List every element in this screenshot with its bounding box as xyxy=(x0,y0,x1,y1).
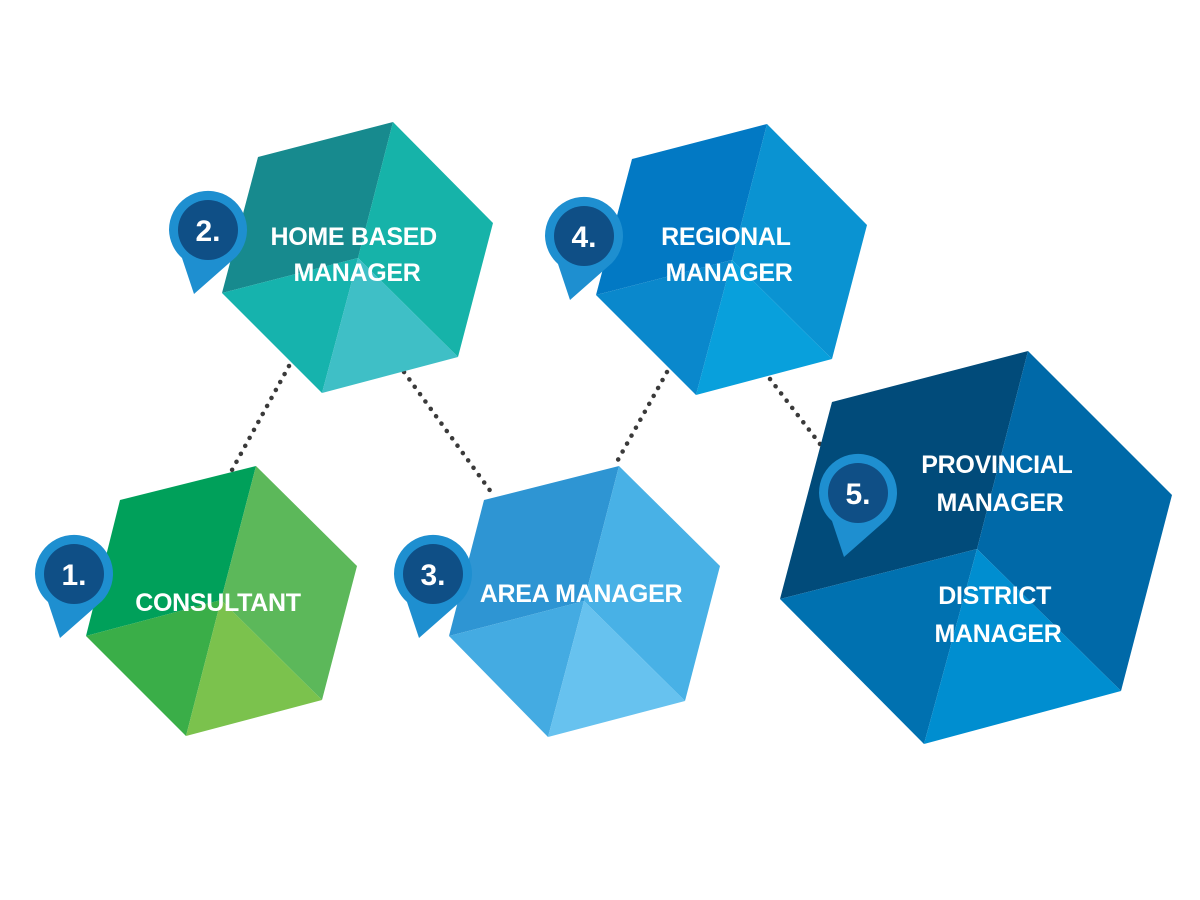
step-number-2: 2. xyxy=(195,215,220,248)
pin-inner-circle xyxy=(828,463,888,523)
connector-4-5 xyxy=(767,376,823,447)
pin-marker-3: 3. xyxy=(393,534,472,638)
hex-face xyxy=(732,124,867,359)
hex-face xyxy=(548,601,685,737)
hexagon-consultant: CONSULTANT xyxy=(86,466,357,736)
hex-face xyxy=(584,466,720,701)
hex-face xyxy=(596,260,732,395)
label-home-based-manager: HOME BASED MANAGER xyxy=(270,223,443,287)
hex-face xyxy=(221,466,357,700)
step-number-5: 5. xyxy=(845,478,870,511)
pin-marker-1: 1. xyxy=(34,534,113,638)
connectors xyxy=(229,363,823,499)
step-number-4: 4. xyxy=(571,221,596,254)
connector-3-4 xyxy=(611,369,670,470)
label-consultant: CONSULTANT xyxy=(135,589,301,617)
connector-1-2 xyxy=(229,363,292,473)
hex-face xyxy=(780,549,977,744)
hexagon-area-manager: AREA MANAGER xyxy=(449,466,720,737)
connector-2-3 xyxy=(401,369,497,499)
hex-face xyxy=(696,260,832,395)
label-provincial-manager: PROVINCIAL MANAGER xyxy=(921,451,1078,517)
pin-inner-circle xyxy=(178,200,238,260)
hex-face xyxy=(86,600,221,736)
step-number-1: 1. xyxy=(61,559,86,592)
hex-face xyxy=(86,466,256,636)
hex-face xyxy=(449,466,619,636)
hex-face xyxy=(596,124,767,295)
pin-inner-circle xyxy=(403,544,463,604)
hex-face xyxy=(186,600,322,736)
label-district-manager: DISTRICT MANAGER xyxy=(934,582,1061,648)
pin-inner-circle xyxy=(554,206,614,266)
hex-face xyxy=(358,122,493,357)
hexagon-home-based-manager: HOME BASED MANAGER xyxy=(222,122,493,393)
hex-face xyxy=(977,351,1172,691)
hex-face xyxy=(222,258,358,393)
hexagon-regional-manager: REGIONAL MANAGER xyxy=(596,124,867,395)
hex-face xyxy=(222,122,393,293)
pin-marker-4: 4. xyxy=(544,196,623,300)
label-area-manager: AREA MANAGER xyxy=(480,580,683,608)
hex-face xyxy=(449,601,584,737)
pin-marker-5: 5. xyxy=(818,453,897,557)
pin-marker-2: 2. xyxy=(168,190,247,294)
hex-face xyxy=(924,549,1121,744)
step-number-3: 3. xyxy=(420,559,445,592)
hexagon-provincial-district-manager: PROVINCIAL MANAGER DISTRICT MANAGER xyxy=(780,351,1172,744)
pin-inner-circle xyxy=(44,544,104,604)
label-regional-manager: REGIONAL MANAGER xyxy=(661,223,797,287)
hex-face xyxy=(322,258,458,393)
